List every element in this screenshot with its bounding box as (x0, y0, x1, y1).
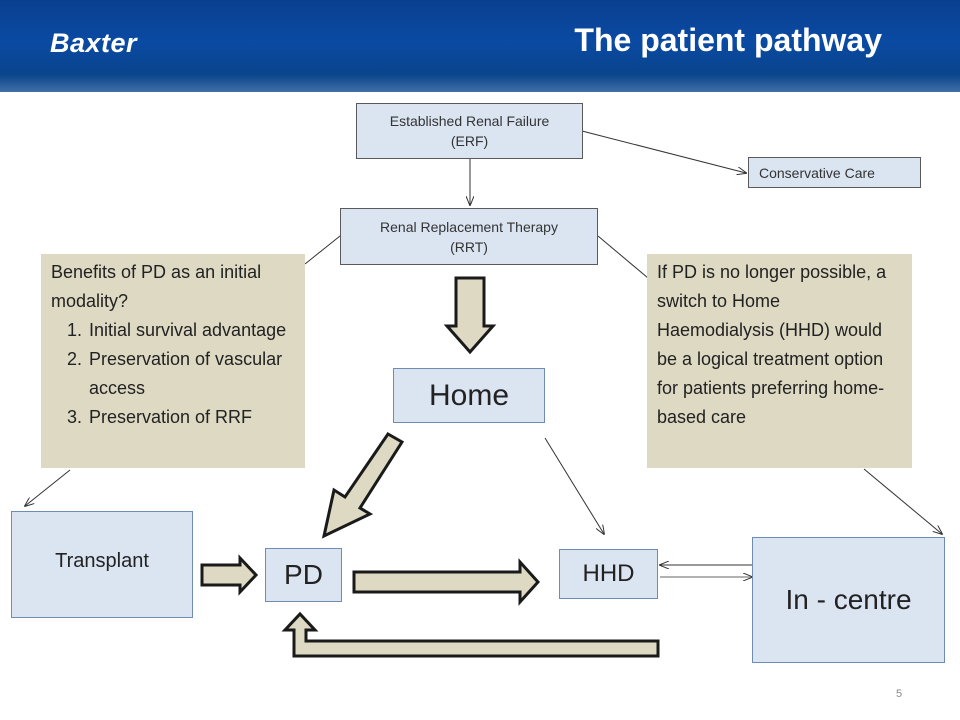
home-to-hhd-arrow (544, 437, 604, 534)
header-bar: Baxter The patient pathway (0, 0, 960, 92)
rrt-box: Renal Replacement Therapy (RRT) (340, 208, 598, 265)
pd-label: PD (284, 559, 323, 590)
transplant-label: Transplant (55, 550, 149, 572)
benefits-heading: Benefits of PD as an initial modality? (51, 262, 262, 311)
switch-note: If PD is no longer possible, a switch to… (647, 254, 912, 468)
erf-label-line2: (ERF) (450, 133, 489, 149)
benefit-item: Preservation of RRF (87, 403, 295, 432)
rrt-to-transplant-line-top (304, 235, 341, 265)
benefit-item: Preservation of vascular access (87, 345, 295, 403)
home-to-pd-block-arrow (321, 432, 405, 539)
hhd-label: HHD (582, 560, 635, 587)
in-centre-label: In - centre (785, 584, 912, 615)
rrt-to-home-block-arrow (443, 276, 497, 355)
rrt-label-line2: (RRT) (450, 238, 488, 255)
hhd-box: HHD (559, 549, 658, 599)
page-title: The patient pathway (574, 22, 882, 58)
erf-to-conservative-arrow (581, 130, 746, 173)
home-box: Home (393, 368, 545, 423)
pd-to-hhd-block-arrow (352, 558, 541, 606)
incentre-to-pd-return-arrow (281, 611, 660, 658)
transplant-to-pd-block-arrow (200, 554, 259, 596)
conservative-care-label: Conservative Care (759, 164, 875, 181)
erf-label-line1: Established Renal Failure (389, 113, 550, 129)
pd-box: PD (265, 548, 342, 602)
benefits-note: Benefits of PD as an initial modality? I… (41, 254, 305, 468)
erf-box: Established Renal Failure (ERF) (356, 103, 583, 159)
benefit-item: Initial survival advantage (87, 316, 295, 345)
conservative-care-box: Conservative Care (748, 157, 921, 188)
home-label: Home (428, 378, 510, 412)
benefits-list: Initial survival advantage Preservation … (51, 316, 295, 432)
rrt-label-line1: Renal Replacement Therapy (380, 218, 558, 235)
transplant-box: Transplant (11, 511, 193, 618)
page-number: 5 (896, 688, 903, 700)
rrt-to-transplant-arrow (25, 469, 71, 506)
switch-note-text: If PD is no longer possible, a switch to… (657, 262, 887, 427)
rrt-to-incentre-arrow (863, 468, 942, 534)
rrt-to-incentre-line-top (597, 235, 649, 279)
in-centre-box: In - centre (752, 537, 945, 663)
baxter-logo: Baxter (50, 28, 138, 58)
